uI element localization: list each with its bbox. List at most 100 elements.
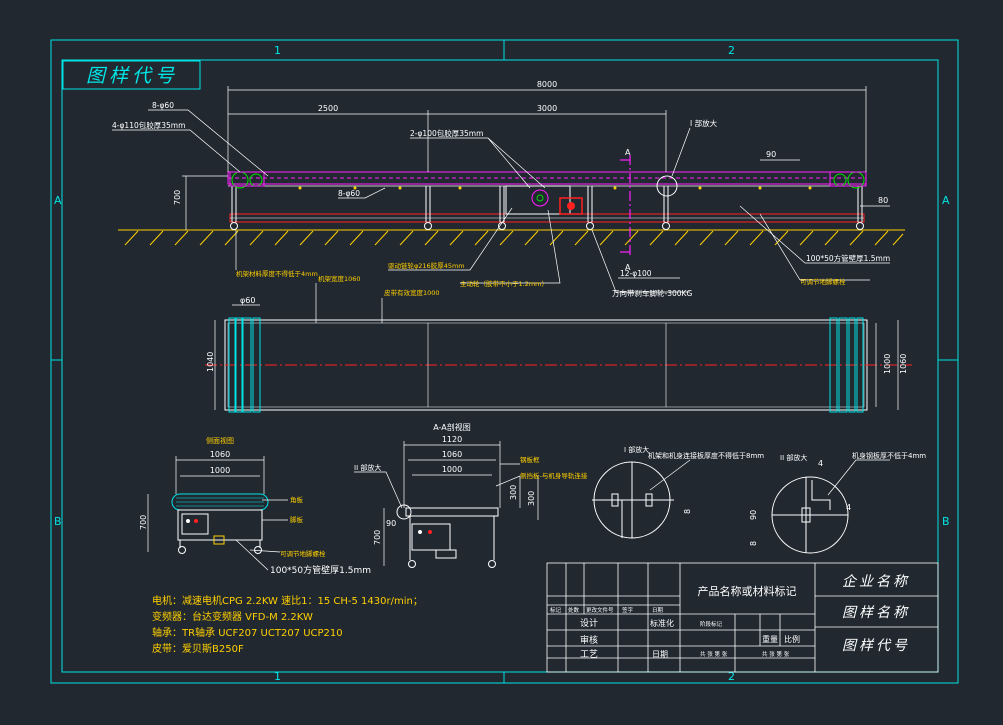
dim-plan-right1: 1000 [883, 354, 892, 374]
tb-mark: 标记 [550, 606, 562, 614]
section-mark-bottom: A [625, 263, 631, 272]
title-block [546, 562, 939, 673]
tb-sign: 签字 [622, 606, 634, 614]
aa-dim-300b: 300 [527, 491, 536, 506]
aa-dim-700: 700 [373, 530, 382, 545]
side-note-corner: 角板 [290, 495, 304, 504]
legs [231, 186, 863, 222]
plan-dimensions [214, 283, 899, 410]
tb-drawing-code: 图样代号 [842, 638, 910, 654]
note-inverter: 变频器：台达变频器 VFD-M 2.2KW [152, 610, 313, 623]
callout-phi60-top: 8-φ60 [152, 101, 174, 110]
tb-date: 日期 [652, 607, 664, 614]
tb-product-name: 产品名称或材料标记 [698, 584, 797, 598]
tb-change-doc: 更改文件号 [586, 606, 614, 614]
callout-sprocket: 驱动链轮φ216胶厚45mm [388, 261, 465, 270]
aa-note-steel: 钢板框 [520, 455, 540, 464]
dim-height: 700 [173, 190, 182, 205]
callout-roller-100: 2-φ100包胶厚35mm [410, 128, 483, 138]
idler-rollers [298, 186, 812, 190]
section-line-a [620, 155, 631, 258]
row-label-a-left: A [54, 194, 62, 207]
tb-review: 审核 [580, 634, 598, 646]
detail-i-title: I 部放大 [624, 445, 649, 454]
side-dim-h: 700 [139, 515, 148, 530]
callout-casters-count: 12-φ100 [620, 269, 652, 278]
callout-foot-bolt: 可调节地脚螺栓 [800, 277, 846, 286]
tb-company: 企业名称 [842, 574, 910, 590]
tb-weight: 重量 [762, 634, 778, 644]
callout-frame-thickness: 机架材料厚度不得低于4mm [236, 269, 318, 278]
detail-ii-dim8: 8 [749, 541, 758, 546]
callout-driving-wheel: 主动轮（胶带不小于1.2mm） [460, 279, 548, 288]
tb-stage: 阶段标记 [700, 620, 723, 628]
detail-i-note: 机架和机身连接板厚度不得低于8mm [648, 451, 764, 460]
tb-design: 设计 [580, 617, 598, 629]
dim-80: 80 [878, 196, 888, 205]
callout-detail-i: I 部放大 [690, 118, 718, 128]
note-belt: 皮带：爱贝斯B250F [152, 642, 244, 655]
dim-90: 90 [766, 150, 776, 159]
detail-ii-dim4a: 4 [818, 459, 823, 468]
callout-drive-roller: 4-φ110包胶厚35mm [112, 120, 185, 130]
callout-frame-width: 机架宽度1060 [318, 274, 361, 283]
col-label-1: 1 [274, 44, 281, 57]
tb-drawing-name: 图样名称 [842, 605, 910, 621]
title-block-text: 产品名称或材料标记 企业名称 图样名称 图样代号 标记 处数 更改文件号 签字 … [550, 574, 910, 660]
front-view: A A 8000 2500 3000 700 90 80 [112, 80, 905, 298]
drive-unit [505, 185, 583, 215]
side-dim-w1: 1060 [210, 450, 230, 459]
detail-ii-note: 机身钢板厚不低于4mm [852, 451, 926, 460]
callout-belt-width: 皮带有效宽度1000 [384, 288, 440, 297]
aa-dim-1060: 1060 [442, 450, 462, 459]
ground-hatch [124, 230, 904, 246]
tb-process: 工艺 [580, 649, 598, 660]
col-label-2: 2 [728, 44, 735, 57]
callout-square-tube: 100*50方管壁厚1.5mm [806, 253, 890, 263]
motor [559, 197, 583, 215]
dim-seg1: 2500 [318, 104, 338, 113]
frame-labels: 1 2 1 2 A B A B [54, 44, 950, 683]
detail-i-dim8: 8 [683, 509, 692, 514]
row-label-b-left: B [54, 515, 62, 528]
side-view: 侧面视图 1060 1000 700 角板 脚板 可调节地脚螺栓 100*50方… [139, 436, 371, 576]
side-dim-w2: 1000 [210, 466, 230, 475]
side-view-title: 侧面视图 [206, 436, 234, 445]
front-callouts: 4-φ110包胶厚35mm 8-φ60 8-φ60 2-φ100包胶厚35mm … [112, 101, 890, 298]
side-note-foot: 脚板 [290, 515, 304, 524]
dim-plan-width: 1040 [206, 352, 215, 372]
aa-dim-300a: 300 [509, 485, 518, 500]
plan-end-right [829, 317, 864, 413]
corner-stamp-text: 图样代号 [86, 65, 178, 87]
front-dimensions [182, 86, 890, 230]
tb-scale: 比例 [784, 634, 800, 644]
tb-sheets-2: 共 张 第 张 [762, 650, 790, 658]
aa-dim-90: 90 [386, 519, 396, 528]
detail-ii-title: II 部放大 [780, 453, 807, 462]
detail-i-view: I 部放大 机架和机身连接板厚度不得低于8mm 8 [592, 445, 764, 539]
leader-lines [112, 109, 890, 293]
end-rollers [229, 171, 867, 189]
aa-dim-1000: 1000 [442, 465, 462, 474]
detail-i-circle [656, 175, 678, 197]
dim-total-length: 8000 [537, 80, 557, 89]
callout-caster-brake: 万向带刹车脚轮-300KG [612, 288, 692, 298]
detail-ii-dim90: 90 [749, 510, 758, 520]
corner-stamp: 图样代号 [62, 60, 201, 90]
col-label-1-bottom: 1 [274, 670, 281, 683]
tb-sheets: 共 张 第 张 [700, 650, 728, 658]
drawing-frame [50, 39, 959, 684]
aa-detail-ii-label: II 部放大 [354, 463, 381, 472]
aa-title: A-A剖视图 [433, 422, 470, 432]
side-note-bolt: 可调节地脚螺栓 [280, 549, 326, 558]
note-bearing: 轴承：TR轴承 UCF207 UCT207 UCP210 [152, 626, 343, 639]
side-note-tube: 100*50方管壁厚1.5mm [270, 564, 371, 576]
callout-phi60-mid: 8-φ60 [338, 189, 360, 198]
dim-seg2: 3000 [537, 104, 557, 113]
section-mark-top: A [625, 148, 631, 157]
plan-view: 1040 1000 1060 φ60 机架宽度1060 皮带有效宽度1000 [205, 274, 912, 413]
detail-ii-view: II 部放大 机身钢板厚不低于4mm 4 4 90 8 [749, 451, 926, 554]
row-label-b-right: B [942, 515, 950, 528]
casters [230, 222, 864, 230]
